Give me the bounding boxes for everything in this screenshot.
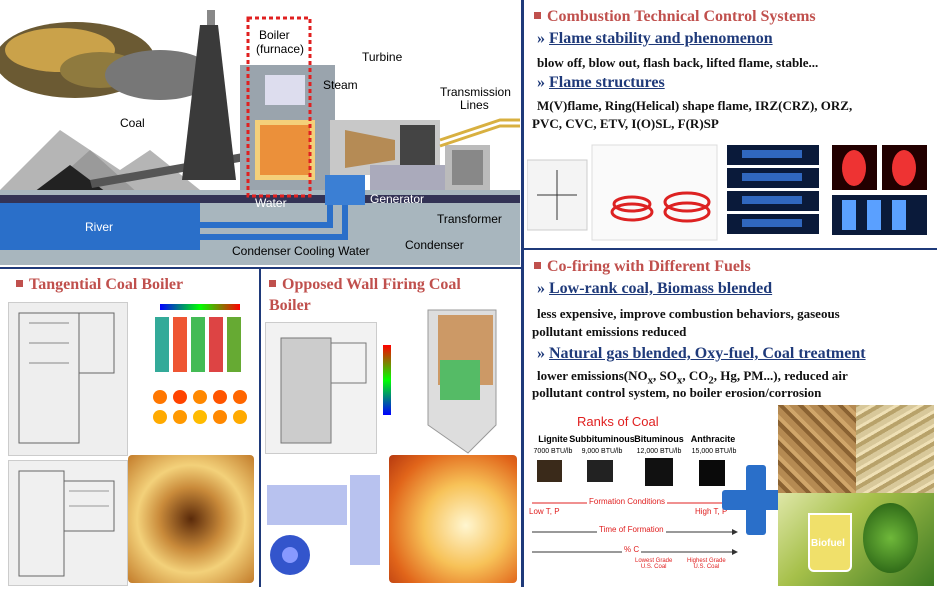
tangential-boiler-drawing-2 [8,460,128,586]
flame-structures-text-1: M(V)flame, Ring(Helical) shape flame, IR… [537,98,853,113]
emissions-text-2: pollutant control system, no boiler eros… [532,385,822,400]
cofiring-title: Co-firing with Different Fuels [534,258,751,276]
ranks-title: Ranks of Coal [577,414,659,429]
rank-bituminous: Bituminous [634,434,684,444]
bullet-icon [534,261,541,269]
btu-subbit: 9,000 BTU/lb [581,448,623,455]
formation-conditions: Formation Conditions [587,497,668,506]
vortex-figure-graphic [526,144,927,241]
low-tp: Low T, P [529,507,560,516]
bullet-icon [16,279,23,287]
ranks-of-coal-chart: Ranks of Coal Lignite Subbituminous Bitu… [527,408,739,586]
opposed-flame-image [389,455,517,583]
plus-icon [722,465,790,535]
cfd-contours [153,304,247,424]
rank-lignite: Lignite [538,434,568,444]
label-river: River [85,220,114,234]
flame-structures-text-2: PVC, CVC, ETV, I(O)SL, F(R)SP [532,116,719,131]
biofuel-image: Biofuel [778,493,934,586]
opposed-boiler-drawing [265,322,377,454]
tangential-flame-image [128,455,254,583]
bullet-icon [269,279,276,287]
tangential-contour-plots [130,302,250,450]
btu-lignite: 7000 BTU/lb [533,448,573,455]
flame-stability-text: blow off, blow out, flash back, lifted f… [537,55,819,70]
time-of-formation: Time of Formation [597,525,666,534]
label-cooling-water: Condenser Cooling Water [232,244,370,258]
lowrank-subtitle: » Low-rank coal, Biomass blended [537,280,773,297]
emissions-text-1: lower emissions(NOx, SOx, CO2, Hg, PM...… [537,368,848,387]
right-horizontal-divider [524,248,937,250]
boiler-schematic-2 [18,470,115,577]
label-transmission: Transmission [440,85,511,99]
boiler-schematic [18,312,115,444]
btu-anthracite: 15,000 BTU/lb [691,448,737,455]
left-sub-vertical-divider [259,269,261,587]
opposed-temperature-plot [378,305,516,455]
tangential-boiler-drawing [8,302,128,456]
label-boiler: Boiler [259,28,290,42]
combustion-title: Combustion Technical Control Systems [534,8,816,26]
btu-bituminous: 12,000 BTU/lb [636,448,682,455]
label-lines: Lines [460,98,489,112]
label-generator: Generator [370,192,425,206]
opposed-title: Opposed Wall Firing Coal [269,276,461,294]
flame-vortex-figures [526,140,932,244]
flame-structures-subtitle: » Flame structures [537,74,665,91]
label-transformer: Transformer [437,212,502,226]
label-furnace: (furnace) [256,42,305,56]
biofuel-label: Biofuel [811,538,845,549]
temperature-contour [383,309,497,454]
wood-pellets-image [778,405,858,493]
label-water: Water [255,196,287,210]
burner-array-graphic [267,475,380,575]
label-condenser: Condenser [405,238,464,252]
opposed-burner-array [262,455,387,583]
lowrank-text-1: less expensive, improve combustion behav… [537,306,840,321]
power-plant-illustration [0,0,520,265]
percent-carbon: % C [622,545,642,554]
bullet-icon [534,11,541,19]
label-turbine: Turbine [362,50,403,64]
rank-anthracite: Anthracite [690,434,736,444]
left-horizontal-divider [0,267,521,269]
naturalgas-subtitle: » Natural gas blended, Oxy-fuel, Coal tr… [537,345,866,362]
label-steam: Steam [323,78,358,92]
flame-stability-subtitle: » Flame stability and phenomenon [537,30,773,47]
label-coal: Coal [120,116,145,130]
lowrank-text-2: pollutant emissions reduced [532,324,687,339]
opposed-title-2: Boiler [269,297,311,314]
main-vertical-divider [521,0,524,587]
opposed-schematic [280,337,367,444]
rank-subbit: Subbituminous [569,434,635,444]
high-tp: High T, P [695,507,728,516]
tangential-title: Tangential Coal Boiler [16,276,183,294]
power-plant-diagram: Coal Boiler (furnace) Steam Turbine Tran… [0,0,520,265]
grain-image [856,405,934,493]
